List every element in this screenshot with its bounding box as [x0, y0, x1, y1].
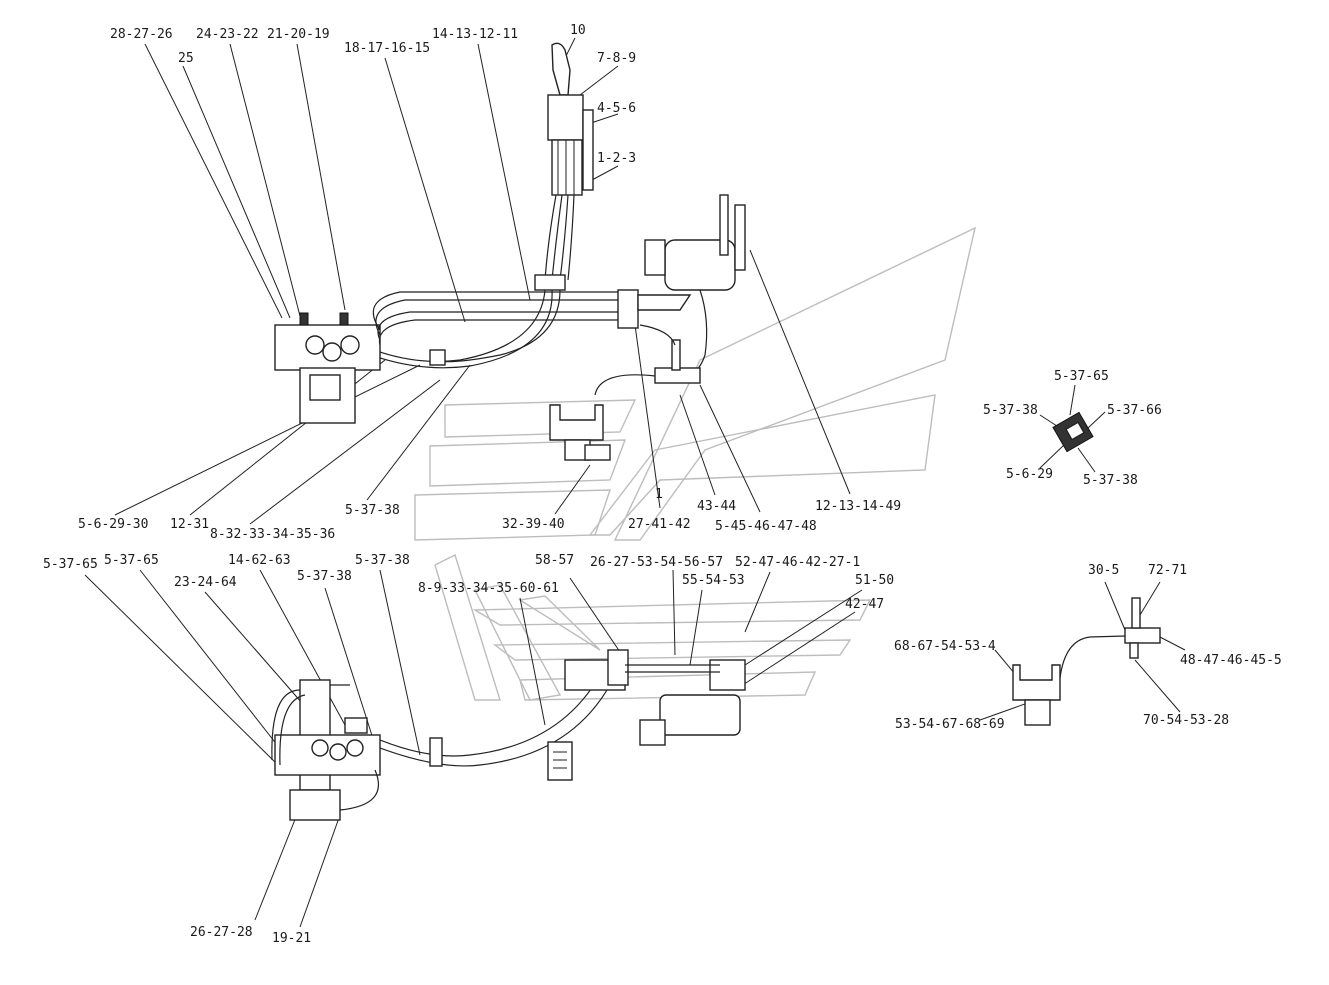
- label-24-23-22: 24-23-22: [196, 27, 259, 42]
- label-43-44: 43-44: [697, 499, 736, 514]
- pedal: [547, 741, 573, 781]
- leader-lines: [84, 37, 1186, 928]
- label-23-24-64: 23-24-64: [174, 575, 237, 590]
- label-10: 10: [570, 23, 586, 38]
- label-68-67-54-53-4: 68-67-54-53-4: [894, 639, 996, 654]
- label-14-13-12-11: 14-13-12-11: [432, 27, 518, 42]
- label-8-32-33-34-35-36: 8-32-33-34-35-36: [210, 527, 335, 542]
- label-5-37-38-d: 5-37-38: [355, 553, 410, 568]
- inset-fitting: [1052, 411, 1094, 453]
- upper-valve-block: [274, 312, 381, 424]
- part-labels: 28-27-26 25 24-23-22 21-20-19 18-17-16-1…: [43, 23, 1282, 946]
- label-26-27-53-54-56-57: 26-27-53-54-56-57: [590, 555, 723, 570]
- upper-hoses: [372, 274, 692, 369]
- label-5-37-66: 5-37-66: [1107, 403, 1162, 418]
- label-5-37-65-a: 5-37-65: [43, 557, 98, 572]
- label-4-5-6: 4-5-6: [597, 101, 636, 116]
- label-12-31: 12-31: [170, 517, 209, 532]
- label-52-47-46-42-27-1: 52-47-46-42-27-1: [735, 555, 860, 570]
- label-28-27-26: 28-27-26: [110, 27, 173, 42]
- label-55-54-53: 55-54-53: [682, 573, 745, 588]
- label-5-37-65-b: 5-37-65: [104, 553, 159, 568]
- label-42-47: 42-47: [845, 597, 884, 612]
- pump-assembly: [644, 194, 746, 376]
- label-5-37-38-inset-left: 5-37-38: [983, 403, 1038, 418]
- label-8-9-33-34-35-60-61: 8-9-33-34-35-60-61: [418, 581, 559, 596]
- label-30-5: 30-5: [1088, 563, 1119, 578]
- label-1-2-3: 1-2-3: [597, 151, 636, 166]
- label-51-50: 51-50: [855, 573, 894, 588]
- label-5-6-29-30: 5-6-29-30: [78, 517, 148, 532]
- label-32-39-40: 32-39-40: [502, 517, 565, 532]
- label-19-21: 19-21: [272, 931, 311, 946]
- label-5-37-38-inset-right: 5-37-38: [1083, 473, 1138, 488]
- lower-pump: [564, 649, 746, 746]
- label-26-27-28: 26-27-28: [190, 925, 253, 940]
- label-53-54-67-68-69: 53-54-67-68-69: [895, 717, 1005, 732]
- joystick-assembly: [544, 42, 594, 281]
- label-18-17-16-15: 18-17-16-15: [344, 41, 430, 56]
- label-25: 25: [178, 51, 194, 66]
- lower-valve-block: [271, 674, 611, 821]
- label-5-37-65-inset: 5-37-65: [1054, 369, 1109, 384]
- label-27-41-42: 27-41-42: [628, 517, 691, 532]
- label-5-37-38: 5-37-38: [345, 503, 400, 518]
- label-5-37-38-c: 5-37-38: [297, 569, 352, 584]
- brake-cylinder-mid: [549, 404, 611, 461]
- right-inset-assembly: [1012, 597, 1161, 726]
- label-72-71: 72-71: [1148, 563, 1187, 578]
- label-5-6-29: 5-6-29: [1006, 467, 1053, 482]
- label-48-47-46-45-5: 48-47-46-45-5: [1180, 653, 1282, 668]
- label-21-20-19: 21-20-19: [267, 27, 330, 42]
- label-1: 1: [655, 487, 663, 502]
- label-14-62-63: 14-62-63: [228, 553, 291, 568]
- label-7-8-9: 7-8-9: [597, 51, 636, 66]
- label-70-54-53-28: 70-54-53-28: [1143, 713, 1229, 728]
- background-logo: [414, 226, 977, 701]
- label-12-13-14-49: 12-13-14-49: [815, 499, 901, 514]
- tee-fitting: [594, 324, 701, 396]
- label-58-57: 58-57: [535, 553, 574, 568]
- label-5-45-46-47-48: 5-45-46-47-48: [715, 519, 817, 534]
